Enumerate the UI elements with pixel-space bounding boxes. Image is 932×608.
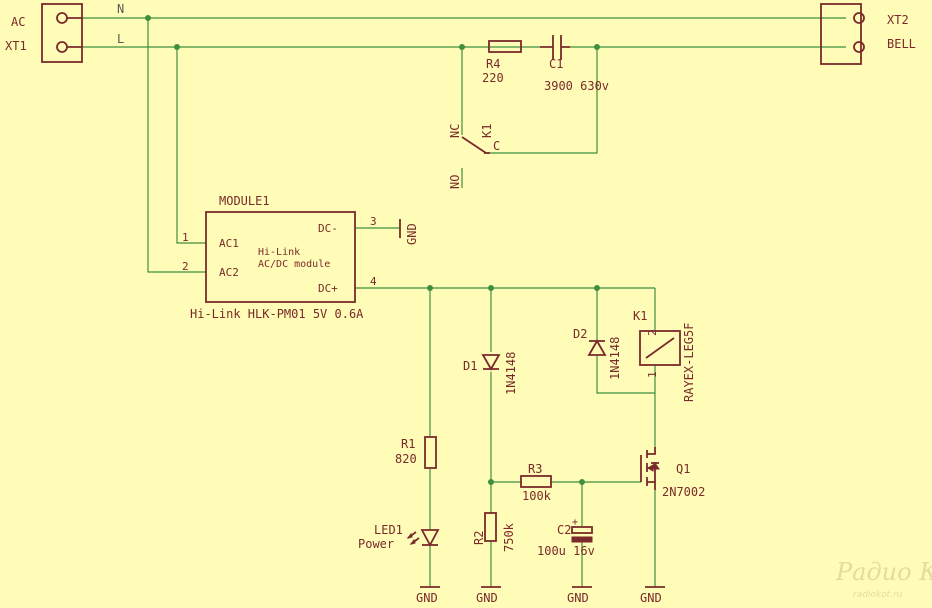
resistor-r4: R4 220 [482,40,522,85]
wires [82,17,846,587]
svg-text:2N7002: 2N7002 [662,485,705,499]
svg-text:R3: R3 [528,462,542,476]
svg-text:1N4148: 1N4148 [504,352,518,395]
svg-text:2: 2 [182,260,189,273]
svg-text:DC+: DC+ [318,282,338,295]
led-led1: LED1 Power [358,523,440,551]
gnd-symbol-c2: GND [567,586,592,605]
svg-text:220: 220 [482,71,504,85]
gnd-symbol-led: GND [416,586,440,605]
svg-text:Hi-Link: Hi-Link [258,247,300,258]
svg-text:MODULE1: MODULE1 [219,194,270,208]
svg-text:R2: R2 [472,531,486,545]
gnd-symbol-q1: GND [640,586,665,605]
connector-xt1: AC XT1 [5,3,83,63]
svg-text:4: 4 [370,275,377,288]
resistor-r1: R1 820 [395,436,437,469]
module-hlk-pm01: MODULE1 Hi-Link AC/DC module AC1 AC2 DC-… [182,194,377,321]
relay-coil-k1: K1 2 1 RAYEX-LEG5F [633,309,696,402]
svg-text:K1: K1 [633,309,647,323]
svg-text:100k: 100k [522,489,552,503]
svg-text:XT2: XT2 [887,13,909,27]
junctions [145,15,600,485]
svg-text:AC1: AC1 [219,237,239,250]
svg-text:AC: AC [11,15,25,29]
svg-text:GND: GND [567,591,589,605]
svg-text:2: 2 [646,329,659,336]
svg-text:XT1: XT1 [5,39,27,53]
svg-text:Power: Power [358,537,394,551]
svg-text:BELL: BELL [887,37,916,51]
svg-text:1: 1 [646,371,659,378]
watermark-logo: Радио КОТ radiokot.ru [835,558,932,600]
capacitor-c1: C1 3900 630v [540,35,609,93]
net-label-l: L [117,32,124,46]
svg-text:K1: K1 [480,124,494,138]
resistor-r2: R2 750k [472,512,516,552]
svg-text:GND: GND [416,591,438,605]
gnd-symbol-module: GND [399,219,419,245]
svg-text:Hi-Link HLK-PM01 5V 0.6A: Hi-Link HLK-PM01 5V 0.6A [190,307,364,321]
svg-text:Q1: Q1 [676,462,690,476]
svg-text:1N4148: 1N4148 [608,337,622,380]
svg-text:C2: C2 [557,523,571,537]
svg-text:RAYEX-LEG5F: RAYEX-LEG5F [682,323,696,402]
net-label-n: N [117,2,124,16]
svg-text:NC: NC [448,124,462,138]
svg-text:NO: NO [448,175,462,189]
svg-text:820: 820 [395,452,417,466]
svg-text:GND: GND [476,591,498,605]
relay-switch-k1: NC K1 C NO [448,124,500,189]
svg-text:+: + [572,517,578,528]
svg-text:3: 3 [370,215,377,228]
svg-text:D2: D2 [573,327,587,341]
svg-text:C: C [493,139,500,153]
connector-xt2: XT2 BELL [820,3,916,65]
resistor-r3: R3 100k [520,462,552,503]
capacitor-c2: + C2 100u 16v [537,517,595,558]
diode-d2: D2 1N4148 [573,327,622,380]
svg-text:3900 630v: 3900 630v [544,79,609,93]
svg-text:100u 16v: 100u 16v [537,544,595,558]
svg-text:R1: R1 [401,437,415,451]
svg-text:GND: GND [640,591,662,605]
svg-text:radiokot.ru: radiokot.ru [853,590,903,600]
svg-text:Радио КОТ: Радио КОТ [835,558,932,586]
svg-text:AC2: AC2 [219,266,239,279]
svg-text:DC-: DC- [318,222,338,235]
diode-d1: D1 1N4148 [463,352,518,395]
svg-text:1: 1 [182,231,189,244]
svg-text:GND: GND [405,223,419,245]
svg-text:LED1: LED1 [374,523,403,537]
svg-text:AC/DC module: AC/DC module [258,259,330,270]
mosfet-q1: Q1 2N7002 [640,447,705,499]
svg-text:D1: D1 [463,359,477,373]
gnd-symbol-r2: GND [476,586,501,605]
svg-text:750k: 750k [502,522,516,552]
svg-text:R4: R4 [486,57,500,71]
svg-text:C1: C1 [549,57,563,71]
